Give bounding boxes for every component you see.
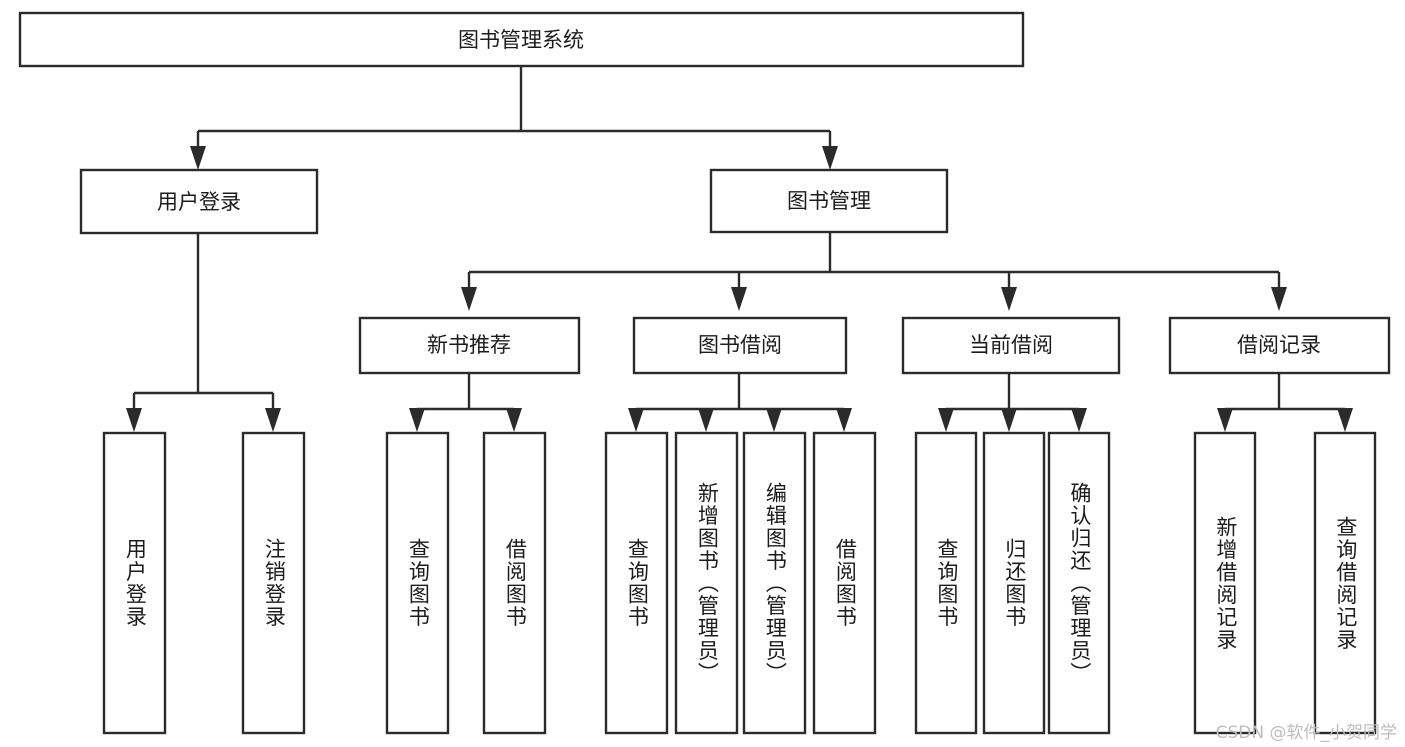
- node-book-borrow-box[interactable]: [632, 316, 848, 375]
- leaf-box-borrow-book[interactable]: [812, 431, 877, 735]
- node-book-mgmt-box[interactable]: [709, 168, 949, 234]
- leaf-box-add-book[interactable]: [674, 431, 739, 735]
- arrow-head-borrow-leaf2: [698, 408, 714, 432]
- leaf-box-logout[interactable]: [241, 431, 306, 735]
- arrow-head-current-leaf3: [1071, 408, 1087, 432]
- node-user-login-label: 用户登录: [157, 190, 241, 214]
- arrow-head-borrow-leaf4: [836, 408, 852, 432]
- leaf-box-query-book-current[interactable]: [914, 431, 978, 735]
- connectors-record-to-leaves: [1217, 373, 1353, 432]
- arrow-head-record-leaf1: [1217, 408, 1233, 432]
- node-borrow-record-box[interactable]: [1168, 316, 1391, 375]
- leaf-box-confirm-return[interactable]: [1047, 431, 1111, 735]
- connectors-bookmgmt-to-level2: [461, 232, 1287, 311]
- leaf-box-query-book-rec[interactable]: [385, 431, 450, 735]
- leaf-box-query-record[interactable]: [1313, 431, 1377, 735]
- node-current-borrow-box[interactable]: [901, 316, 1121, 375]
- csdn-watermark: CSDN @软件_小贺同学: [1215, 723, 1397, 743]
- node-new-book-label: 新书推荐: [427, 333, 511, 357]
- arrow-head-record-leaf2: [1337, 408, 1353, 432]
- node-user-login-box[interactable]: [79, 168, 319, 235]
- node-new-book-box[interactable]: [358, 316, 581, 375]
- arrow-head-record: [1271, 287, 1287, 311]
- arrow-head-current: [1001, 287, 1017, 311]
- arrow-head-book-mgmt: [822, 146, 838, 170]
- node-book-mgmt-label: 图书管理: [787, 189, 871, 213]
- arrow-head-borrow-leaf1: [628, 408, 644, 432]
- node-book-borrow-label: 图书借阅: [698, 333, 782, 357]
- leaf-box-add-record[interactable]: [1193, 431, 1257, 735]
- node-root-box[interactable]: [18, 11, 1025, 68]
- connectors-newbook-to-leaves: [409, 373, 522, 432]
- leaf-box-user-login[interactable]: [102, 431, 167, 735]
- arrow-head-newbook-leaf2: [506, 408, 522, 432]
- arrow-head-user-login: [190, 146, 206, 170]
- arrow-head-borrow-leaf3: [766, 408, 782, 432]
- arrow-head-newbook-leaf1: [409, 408, 425, 432]
- connectors-login-to-leaves: [126, 233, 281, 432]
- arrow-head-newbook: [461, 287, 477, 311]
- connectors-borrow-to-leaves: [628, 373, 852, 432]
- arrow-head-login-leaf2: [265, 408, 281, 432]
- leaf-box-return-book[interactable]: [982, 431, 1046, 735]
- connectors-current-to-leaves: [938, 373, 1087, 432]
- node-root-label: 图书管理系统: [458, 28, 584, 52]
- connectors-root-to-level1: [190, 66, 838, 170]
- arrow-head-current-leaf1: [938, 408, 954, 432]
- node-current-borrow-label: 当前借阅: [969, 333, 1053, 357]
- leaf-box-edit-book[interactable]: [742, 431, 807, 735]
- arrow-head-current-leaf2: [1001, 408, 1017, 432]
- leaf-box-query-book-borrow[interactable]: [604, 431, 669, 735]
- node-borrow-record-label: 借阅记录: [1237, 333, 1321, 357]
- arrow-head-login-leaf1: [126, 408, 142, 432]
- arrow-head-borrow: [731, 287, 747, 311]
- leaf-box-borrow-book-rec[interactable]: [482, 431, 547, 735]
